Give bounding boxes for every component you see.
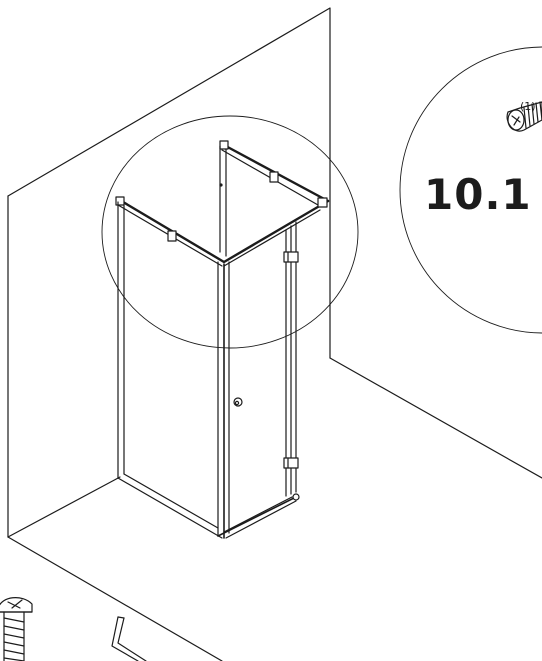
detail-callout-circle [101, 115, 359, 349]
screw-icon [0, 597, 33, 661]
magnified-detail-circle [399, 46, 542, 334]
quantity-label: (1) [520, 100, 536, 113]
hex-key-icon [111, 616, 147, 661]
step-number: 10.1 [424, 170, 532, 219]
screw-icon [506, 101, 542, 132]
shower-enclosure-drawing [115, 140, 330, 539]
room-outline [7, 7, 542, 661]
